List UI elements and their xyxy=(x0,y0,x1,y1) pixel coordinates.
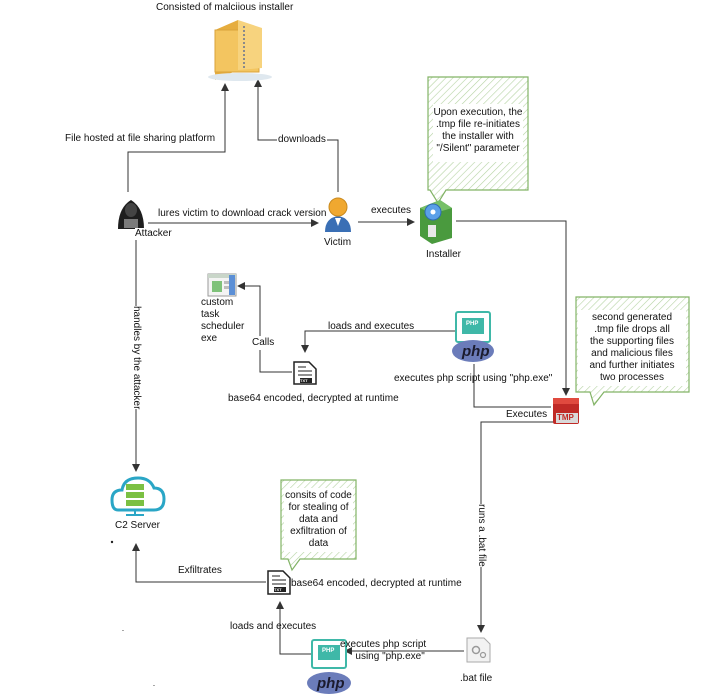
runs-bat-label: runs a .bat file xyxy=(476,504,487,567)
php-document-icon-top xyxy=(455,311,491,343)
stray-mark-1: ˇ xyxy=(122,631,124,637)
exfiltrates-label: Exfiltrates xyxy=(178,565,222,576)
php-logo-top-text: php xyxy=(462,343,490,360)
task-scheduler-icon xyxy=(207,273,237,297)
php-script-top-label: executes php script using "php.exe" xyxy=(394,373,553,384)
installer-note-text: Upon execution, the .tmp file re-initiat… xyxy=(433,107,523,154)
bat-file-icon xyxy=(466,637,491,663)
exfil-note-text: consits of code for stealing of data and… xyxy=(285,490,352,549)
downloads-label: downloads xyxy=(277,134,327,146)
note-tmp xyxy=(575,296,690,407)
base64-bottom-label: base64 encoded, decrypted at runtime xyxy=(291,578,462,589)
installer-label: Installer xyxy=(426,249,462,260)
victim-icon xyxy=(325,197,351,232)
installer-icon xyxy=(420,200,452,244)
txt-file-icon-bottom xyxy=(267,570,291,595)
php-logo-bottom-text: php xyxy=(317,675,345,692)
php-script-bottom-label: executes php script using "php.exe" xyxy=(340,639,427,662)
stray-mark-2: ˇ xyxy=(153,686,155,692)
txt-top-text: TXT xyxy=(300,378,308,383)
php-document-icon-bottom xyxy=(311,639,347,669)
installer-caption: Consisted of malciious installer xyxy=(156,2,294,13)
line-php-to-tmp xyxy=(473,364,551,408)
tmp-file-icon xyxy=(553,398,579,424)
attacker-label: Attacker xyxy=(135,228,172,240)
txt-file-icon-top xyxy=(293,361,317,385)
loads-executes-bottom-label: loads and executes xyxy=(230,621,317,632)
note-exfil xyxy=(280,479,357,572)
handles-label: handles by the attacker xyxy=(131,306,142,410)
note-installer xyxy=(427,76,529,205)
tmp-doc-text: TMP xyxy=(557,413,574,422)
tmp-note-text: second generated .tmp file drops all the… xyxy=(589,312,675,383)
stray-dot xyxy=(110,540,114,544)
victim-label: Victim xyxy=(324,237,352,248)
c2-server-icon xyxy=(110,476,166,516)
zip-folder-icon xyxy=(208,20,272,81)
c2-server-label: C2 Server xyxy=(115,520,161,531)
bat-file-label: .bat file xyxy=(460,673,493,684)
executes-top-label: executes xyxy=(371,205,412,216)
txt-bottom-text: TXT xyxy=(274,587,282,592)
lures-label: lures victim to download crack version xyxy=(158,208,327,219)
arrow-php-to-txt xyxy=(301,330,456,353)
base64-top-label: base64 encoded, decrypted at runtime xyxy=(228,393,399,404)
executes-mid-label: Executes xyxy=(506,409,548,420)
php-doc-top-text: PHP xyxy=(466,321,479,327)
custom-task-label: custom task scheduler exe xyxy=(201,297,245,344)
php-logo-bottom xyxy=(307,672,351,694)
loads-executes-top-label: loads and executes xyxy=(328,321,415,332)
php-doc-bottom-text: PHP xyxy=(322,648,335,654)
arrow-attacker-to-folder xyxy=(127,83,229,192)
file-hosted-label: File hosted at file sharing platform xyxy=(64,133,217,145)
arrow-tmp-to-bat xyxy=(477,421,558,633)
arrow-installer-to-tmp xyxy=(456,220,570,396)
arrow-php-to-bottom-txt xyxy=(276,601,312,655)
attacker-icon xyxy=(118,200,144,229)
calls-label: Calls xyxy=(252,336,275,350)
php-logo-top xyxy=(452,340,494,362)
arrow-txt-to-task xyxy=(237,282,292,373)
arrow-txt-to-c2 xyxy=(132,543,266,583)
